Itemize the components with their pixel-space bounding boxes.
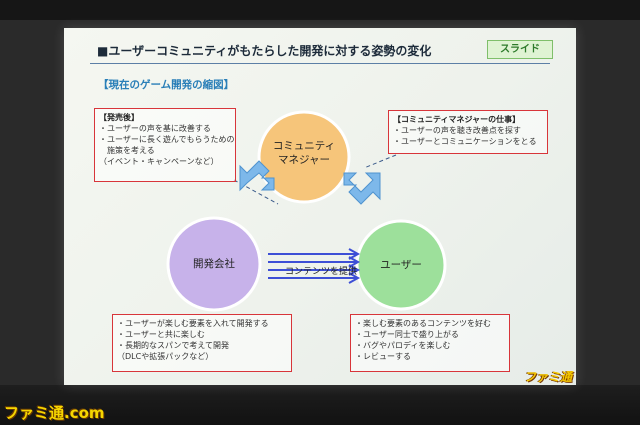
slide-logo: ファミ通	[524, 370, 573, 384]
flow-label: コンテンツを提供	[285, 267, 358, 277]
connector-dashed	[363, 154, 397, 169]
note-line: ・バグやパロディを楽しむ	[355, 341, 451, 350]
projected-slide: ■ユーザーコミュニティがもたらした開発に対する姿勢の変化 スライド 【現在のゲー…	[64, 28, 576, 385]
note-line: （DLCや拡張パックなど）	[117, 352, 214, 361]
note-line: ・ユーザーが楽しむ要素を入れて開発する	[117, 319, 269, 328]
note-line: ・ユーザーとコミュニケーションをとる	[393, 137, 537, 146]
cm-label-line-2: マネジャー	[278, 154, 330, 166]
note-heading: 【コミュニティマネジャーの仕事】	[393, 115, 521, 124]
note-line: ・ユーザー同士で盛り上がる	[355, 330, 459, 339]
note-line: ・長期的なスパンで考えて開発	[117, 341, 229, 350]
note-line: ・楽しむ要素のあるコンテンツを好む	[355, 319, 491, 328]
slide-subtitle: 【現在のゲーム開発の縮図】	[98, 79, 235, 91]
note-cm-job: 【コミュニティマネジャーの仕事】 ・ユーザーの声を聴き改善点を探す ・ユーザーと…	[388, 110, 548, 154]
note-users: ・楽しむ要素のあるコンテンツを好む ・ユーザー同士で盛り上がる ・バグやパロディ…	[350, 314, 510, 372]
community-manager-circle	[257, 110, 351, 204]
note-line: ・ユーザーの声を聴き改善点を探す	[393, 126, 521, 135]
diagram	[166, 110, 447, 312]
note-after-release: 【発売後】 ・ユーザーの声を基に改善する ・ユーザーに長く遊んでもらうための 施…	[94, 108, 236, 182]
community-manager-label: コミュニティ マネジャー	[269, 139, 339, 167]
content-flow-arrows	[268, 248, 361, 284]
note-heading: 【発売後】	[99, 113, 139, 122]
note-line: ・ユーザーと共に楽しむ	[117, 330, 205, 339]
note-line: （イベント・キャンペーンなど）	[99, 157, 219, 166]
note-line: ・レビューする	[355, 352, 411, 361]
note-line: ・ユーザーに長く遊んでもらうための	[99, 135, 235, 144]
room-ceiling	[0, 0, 640, 20]
note-dev-company: ・ユーザーが楽しむ要素を入れて開発する ・ユーザーと共に楽しむ ・長期的なスパン…	[112, 314, 292, 372]
note-line: 施策を考える	[99, 146, 155, 155]
title-divider	[90, 63, 550, 64]
cm-label-line-1: コミュニティ	[272, 140, 336, 152]
users-label: ユーザー	[380, 259, 422, 271]
dev-company-label: 開発会社	[193, 258, 235, 270]
slide-title: ■ユーザーコミュニティがもたらした開発に対する姿勢の変化	[97, 44, 432, 58]
note-line: ・ユーザーの声を基に改善する	[99, 124, 211, 133]
double-arrow-icon	[239, 160, 275, 192]
room-floor	[0, 385, 640, 425]
dev-company-circle	[166, 216, 262, 312]
site-watermark: ファミ通.com	[4, 404, 105, 422]
users-circle	[355, 219, 447, 311]
double-arrow-icon	[343, 172, 381, 205]
slide-tag: スライド	[487, 40, 553, 59]
